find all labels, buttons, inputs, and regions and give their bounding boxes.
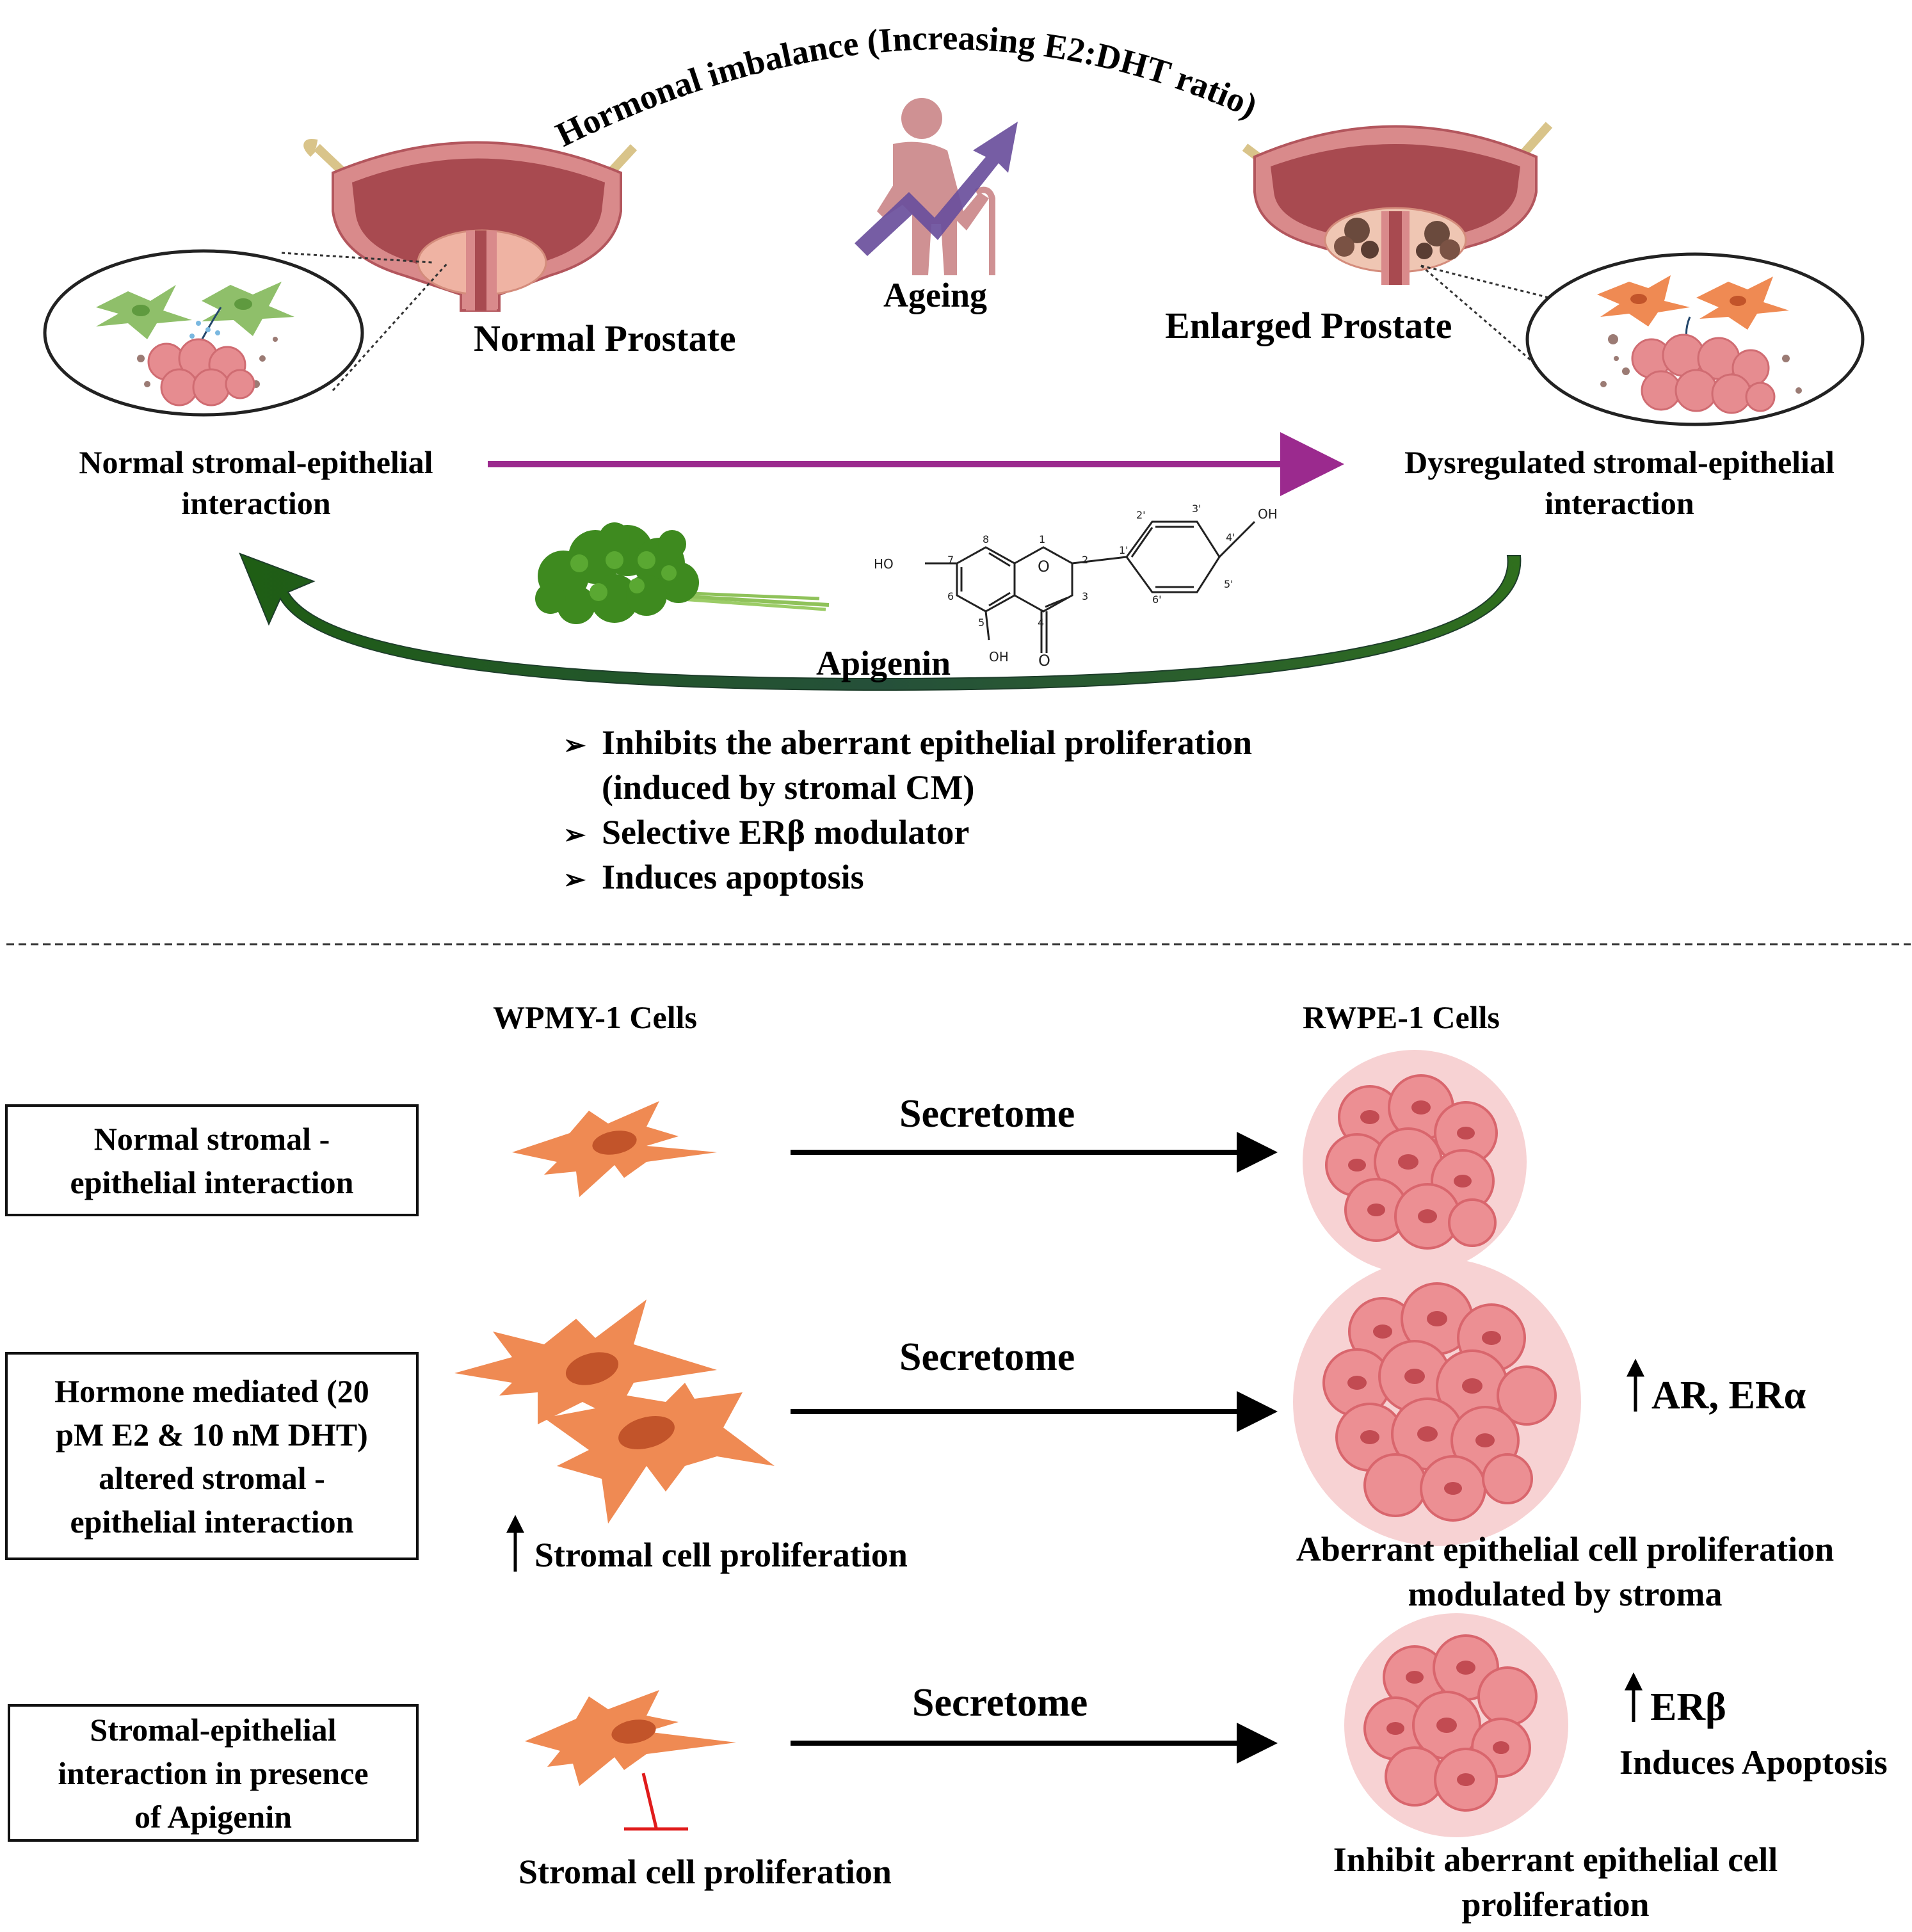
svg-text:O: O bbox=[1038, 558, 1050, 576]
arrow-bullet-icon: ➢ bbox=[563, 731, 586, 761]
ageing-figure-icon bbox=[877, 98, 995, 275]
enlarged-prostate-label: Enlarged Prostate bbox=[1165, 305, 1452, 346]
dysregulated-interaction-zoom-circle bbox=[1525, 252, 1865, 426]
svg-text:8: 8 bbox=[983, 533, 989, 545]
svg-text:OH: OH bbox=[1258, 506, 1278, 522]
normal-interaction-zoom-circle bbox=[43, 249, 364, 417]
svg-text:3: 3 bbox=[1082, 590, 1088, 602]
normal-prostate-label: Normal Prostate bbox=[474, 318, 736, 359]
svg-text:6: 6 bbox=[947, 590, 954, 602]
condition-box-hormone: Hormone mediated (20 pM E2 & 10 nM DHT) … bbox=[5, 1352, 419, 1560]
ageing-label: Ageing bbox=[883, 276, 987, 314]
svg-text:6': 6' bbox=[1152, 593, 1162, 606]
inhibit-proliferation-label: Inhibit aberrant epithelial cell prolife… bbox=[1333, 1840, 1778, 1924]
stromal-up-arrow-icon bbox=[506, 1515, 525, 1572]
hormonal-imbalance-label: Hormonal imbalance (Increasing E2:DHT ra… bbox=[550, 19, 1263, 154]
svg-text:O: O bbox=[1038, 652, 1050, 670]
dysregulated-interaction-label: Dysregulated stromal-epithelial interact… bbox=[1404, 444, 1835, 521]
stromal-cell-row1 bbox=[512, 1101, 717, 1197]
induces-apoptosis-label: Induces Apoptosis bbox=[1619, 1743, 1888, 1782]
marker-label-erb: ERβ bbox=[1650, 1686, 1726, 1729]
column-header-stromal: WPMY-1 Cells bbox=[493, 999, 697, 1035]
svg-text:4': 4' bbox=[1226, 531, 1235, 543]
marker-label-ar-era: AR, ERα bbox=[1651, 1374, 1806, 1417]
svg-text:2': 2' bbox=[1136, 509, 1146, 521]
condition-box-apigenin: Stromal-epithelial interaction in presen… bbox=[8, 1704, 419, 1842]
apigenin-structure bbox=[925, 520, 1256, 653]
svg-text:1: 1 bbox=[1039, 533, 1045, 545]
effect-item: ➢Induces apoptosis bbox=[563, 855, 1267, 903]
marker-up-arrow-row2-icon bbox=[1626, 1358, 1645, 1412]
secretome-label-row2: Secretome bbox=[899, 1335, 1075, 1379]
arrow-bullet-icon: ➢ bbox=[563, 821, 586, 850]
aberrant-proliferation-label: Aberrant epithelial cell proliferation m… bbox=[1296, 1530, 1835, 1613]
apigenin-label: Apigenin bbox=[816, 644, 951, 682]
normal-prostate-illustration bbox=[303, 139, 638, 312]
column-header-epithelial: RWPE-1 Cells bbox=[1303, 999, 1500, 1035]
effect-item: ➢Inhibits the aberrant epithelial prolif… bbox=[563, 720, 1331, 768]
epithelial-cluster-row3 bbox=[1344, 1613, 1568, 1837]
parsley-icon bbox=[535, 522, 830, 624]
stromal-cell-row2-a bbox=[454, 1300, 717, 1424]
epithelial-cluster-row2 bbox=[1293, 1258, 1581, 1546]
apigenin-atom-labels: HO OH OH O O 1 2 3 4 5 6 7 8 1' 2' 3' 4'… bbox=[874, 503, 1278, 670]
apigenin-reversal-arrow bbox=[239, 552, 1522, 691]
stromal-proliferation-up-label: Stromal cell proliferation bbox=[534, 1536, 908, 1574]
condition-box-normal: Normal stromal - epithelial interaction bbox=[5, 1104, 419, 1216]
stromal-cell-row3 bbox=[525, 1690, 736, 1786]
epithelial-cluster-row1 bbox=[1303, 1050, 1527, 1274]
arrow-bullet-icon: ➢ bbox=[563, 865, 586, 895]
svg-text:1': 1' bbox=[1119, 544, 1129, 556]
enlarged-prostate-illustration bbox=[1242, 122, 1553, 285]
stromal-proliferation-inhibited-label: Stromal cell proliferation bbox=[518, 1853, 892, 1891]
rising-trend-arrow-icon bbox=[855, 122, 1018, 256]
svg-text:2: 2 bbox=[1082, 554, 1088, 566]
svg-text:5: 5 bbox=[978, 616, 984, 629]
normal-interaction-label: Normal stromal-epithelial interaction bbox=[79, 444, 433, 521]
effect-item: ➢Selective ERβ modulator bbox=[563, 810, 1267, 858]
svg-text:OH: OH bbox=[989, 649, 1009, 664]
inhibition-symbol bbox=[624, 1773, 688, 1831]
marker-up-arrow-row3-icon bbox=[1624, 1672, 1643, 1722]
stromal-cell-row2-b bbox=[544, 1383, 775, 1524]
svg-text:3': 3' bbox=[1192, 503, 1201, 515]
secretome-label-row3: Secretome bbox=[912, 1681, 1088, 1725]
svg-text:7: 7 bbox=[947, 554, 954, 566]
effect-item-continuation: (induced by stromal CM) bbox=[602, 768, 975, 807]
svg-text:HO: HO bbox=[874, 556, 894, 572]
svg-text:5': 5' bbox=[1224, 578, 1233, 590]
svg-text:4: 4 bbox=[1038, 616, 1044, 629]
secretome-label-row1: Secretome bbox=[899, 1092, 1075, 1136]
